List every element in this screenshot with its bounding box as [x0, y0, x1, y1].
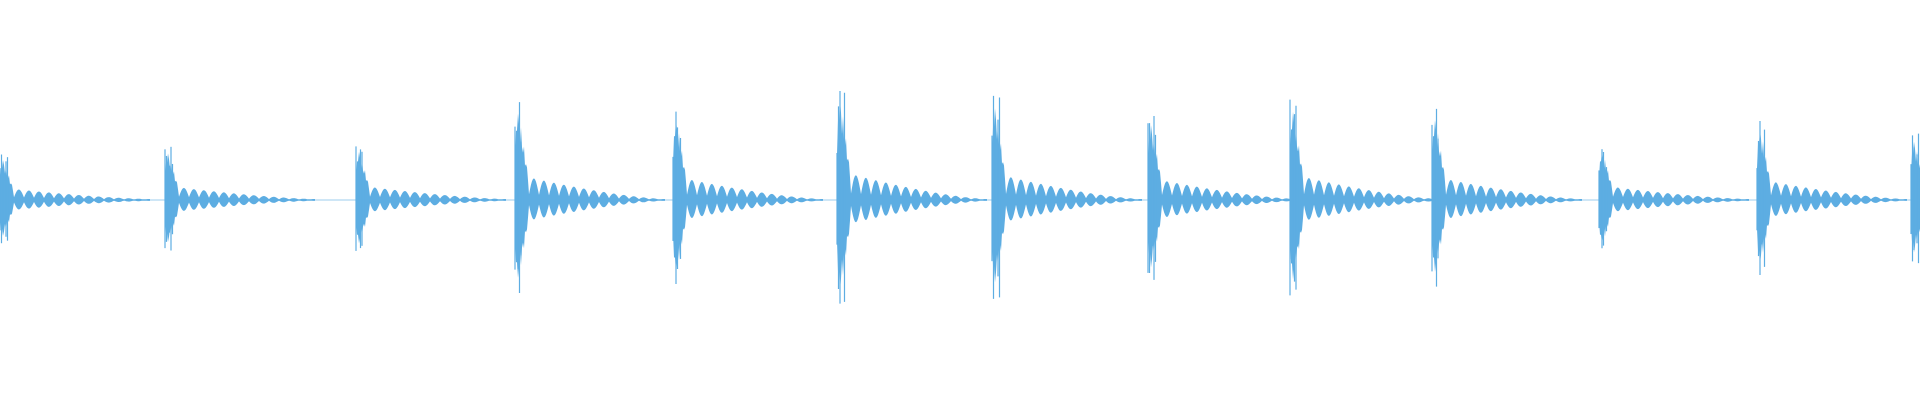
- waveform-hit-8: [1147, 115, 1298, 280]
- waveform-hit-10: [1431, 108, 1582, 287]
- waveform-hit-shape: [165, 153, 315, 242]
- waveform-hit-12: [1756, 121, 1907, 276]
- waveform-hit-5: [672, 111, 823, 285]
- waveform-hit-shape: [673, 120, 823, 272]
- waveform-hit-1: [0, 154, 150, 244]
- waveform-hit-shape: [1432, 120, 1582, 272]
- waveform-hit-shape: [1757, 130, 1907, 263]
- waveform-hit-11: [1598, 149, 1749, 249]
- waveform-hit-shape: [1290, 111, 1440, 280]
- waveform-hit-7: [991, 95, 1142, 299]
- waveform-hit-shape: [837, 100, 987, 290]
- waveform-hit-shape: [0, 160, 150, 236]
- waveform-hit-shape: [356, 151, 506, 244]
- waveform-hit-shape: [1599, 151, 1749, 244]
- waveform-hit-4: [514, 102, 665, 294]
- waveform-hit-6: [836, 90, 987, 304]
- waveform-hit-shape: [992, 108, 1142, 283]
- waveform-hit-2: [164, 146, 315, 251]
- waveform-hit-9: [1289, 99, 1440, 296]
- waveform-hits: [0, 90, 1920, 304]
- waveform-hit-shape: [515, 113, 665, 278]
- waveform-hit-13: [1910, 133, 1920, 264]
- waveform-hit-shape: [1148, 125, 1298, 268]
- waveform-hit-3: [355, 146, 506, 251]
